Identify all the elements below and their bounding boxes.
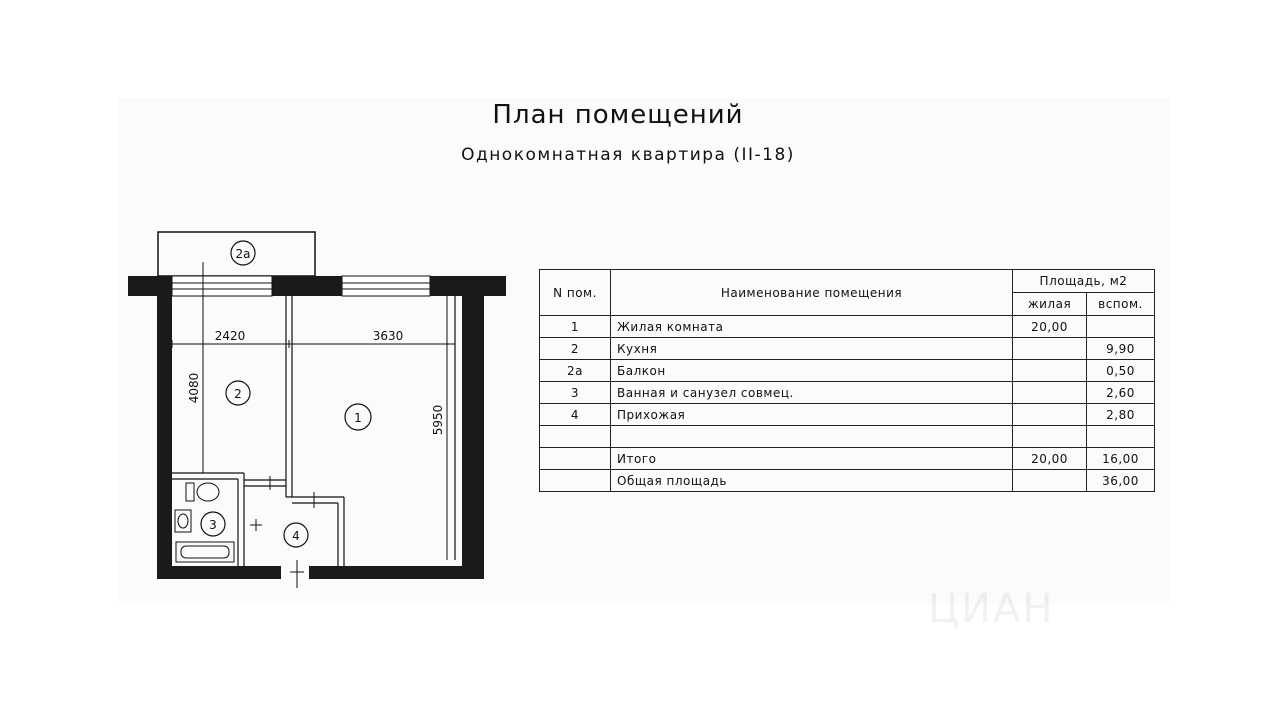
top-wall-right bbox=[430, 276, 506, 296]
room-label-3: 3 bbox=[209, 518, 217, 532]
table-header-row: N пом. Наименование помещения Площадь, м… bbox=[539, 269, 1155, 316]
bathtub-icon bbox=[175, 541, 235, 563]
row-name: Ванная и санузел совмец. bbox=[610, 381, 1013, 404]
room-label-2a: 2a bbox=[236, 247, 251, 261]
header-living: жилая bbox=[1012, 292, 1087, 316]
grand-total-label: Общая площадь bbox=[610, 469, 1013, 492]
row-living: 20,00 bbox=[1012, 315, 1087, 338]
toilet-icon bbox=[185, 482, 220, 502]
row-name: Прихожая bbox=[610, 403, 1013, 426]
watermark-logo: ЦИАН bbox=[928, 586, 1055, 632]
row-number: 4 bbox=[539, 403, 611, 426]
window-room bbox=[341, 275, 431, 297]
table-row: 2a Балкон 0,50 bbox=[539, 359, 1155, 382]
right-wall bbox=[462, 296, 484, 579]
table-subheader-row: жилая вспом. bbox=[540, 292, 1155, 316]
row-number: 2 bbox=[539, 337, 611, 360]
top-wall-mid bbox=[272, 276, 342, 296]
row-name: Жилая комната bbox=[610, 315, 1013, 338]
door-marks bbox=[250, 476, 315, 588]
dimension-kitchen-depth: 4080 bbox=[187, 373, 201, 404]
left-wall bbox=[157, 296, 172, 579]
area-table: N пом. Наименование помещения Площадь, м… bbox=[539, 269, 1155, 492]
row-number: 2a bbox=[539, 359, 611, 382]
total-aux: 16,00 bbox=[1086, 447, 1155, 470]
table-row: 2 Кухня 9,90 bbox=[539, 337, 1155, 360]
total-living: 20,00 bbox=[1012, 447, 1087, 470]
page-title: План помещений bbox=[492, 100, 744, 130]
bottom-wall-left bbox=[157, 566, 281, 579]
sink-icon bbox=[174, 509, 192, 533]
header-area: Площадь, м2 bbox=[1012, 269, 1155, 293]
row-aux: 2,80 bbox=[1086, 403, 1155, 426]
window-kitchen bbox=[171, 275, 273, 297]
table-row: 1 Жилая комната 20,00 bbox=[539, 315, 1155, 338]
dimension-lines bbox=[171, 262, 456, 560]
dimension-room-width: 3630 bbox=[373, 329, 404, 343]
room-label-2: 2 bbox=[234, 387, 242, 401]
table-empty-row bbox=[539, 425, 1155, 448]
table-total-row: Итого 20,00 16,00 bbox=[539, 447, 1155, 470]
dimension-kitchen-width: 2420 bbox=[215, 329, 246, 343]
row-living bbox=[1012, 359, 1087, 382]
room-marker-4 bbox=[283, 522, 309, 548]
header-aux: вспом. bbox=[1086, 292, 1155, 316]
row-number: 1 bbox=[539, 315, 611, 338]
row-name: Балкон bbox=[610, 359, 1013, 382]
row-aux: 0,50 bbox=[1086, 359, 1155, 382]
room-label-1: 1 bbox=[354, 411, 362, 425]
row-aux: 2,60 bbox=[1086, 381, 1155, 404]
bottom-wall-right bbox=[309, 566, 484, 579]
row-aux bbox=[1086, 315, 1155, 338]
table-row: 4 Прихожая 2,80 bbox=[539, 403, 1155, 426]
row-aux: 9,90 bbox=[1086, 337, 1155, 360]
room-marker-2a bbox=[230, 240, 256, 266]
table-row: 3 Ванная и санузел совмец. 2,60 bbox=[539, 381, 1155, 404]
dimension-room-depth: 5950 bbox=[431, 405, 445, 436]
row-living bbox=[1012, 381, 1087, 404]
row-living bbox=[1012, 337, 1087, 360]
header-number: N пом. bbox=[539, 269, 611, 316]
room-marker-1 bbox=[344, 403, 372, 431]
header-name: Наименование помещения bbox=[610, 269, 1013, 316]
total-label: Итого bbox=[610, 447, 1013, 470]
table-grand-total-row: Общая площадь 36,00 bbox=[539, 469, 1155, 492]
top-wall-left bbox=[128, 276, 172, 296]
row-name: Кухня bbox=[610, 337, 1013, 360]
row-number: 3 bbox=[539, 381, 611, 404]
page-subtitle: Однокомнатная квартира (II-18) bbox=[461, 145, 795, 165]
row-living bbox=[1012, 403, 1087, 426]
room-label-4: 4 bbox=[292, 529, 300, 543]
room-marker-3 bbox=[200, 511, 226, 537]
room-marker-2 bbox=[225, 380, 251, 406]
grand-total-aux: 36,00 bbox=[1086, 469, 1155, 492]
